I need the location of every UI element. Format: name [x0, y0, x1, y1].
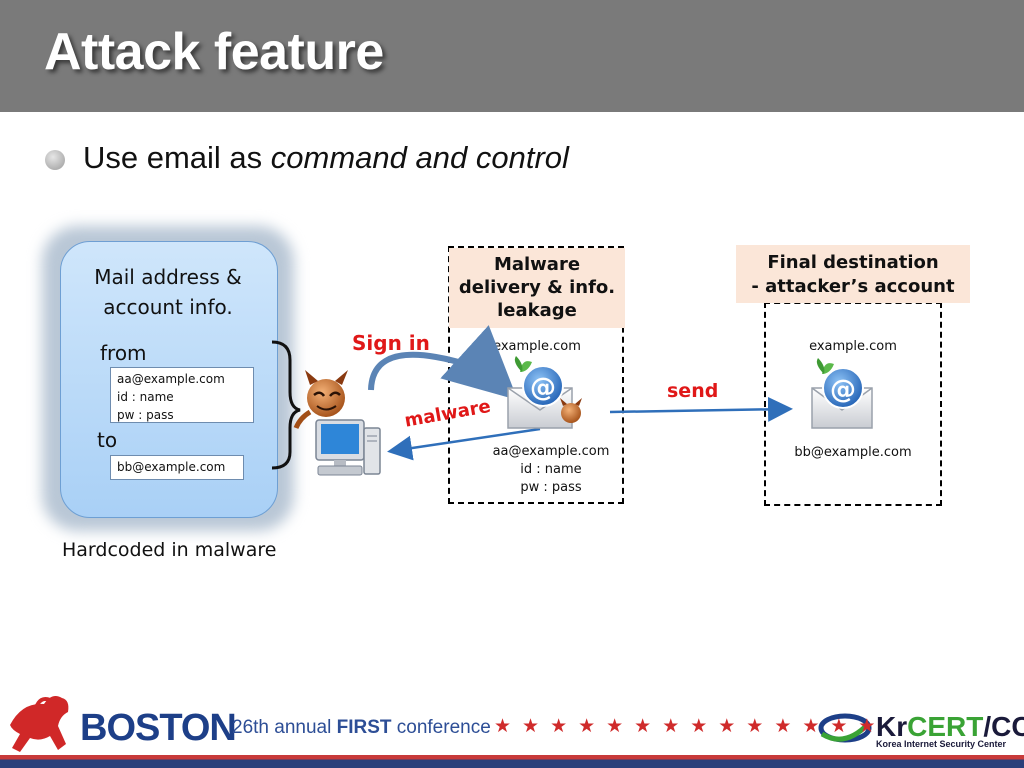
from-label: from	[100, 341, 147, 365]
bullet-dot-icon	[45, 150, 65, 170]
from-credentials-box: aa@example.com id : name pw : pass	[110, 367, 254, 423]
send-label: send	[667, 380, 719, 402]
malware-label-line: leakage	[497, 300, 577, 321]
boston-logo-text: BOSTON	[80, 707, 237, 749]
cc-text: /CC	[983, 711, 1024, 742]
malware-account-line: aa@example.com	[492, 444, 610, 459]
malware-account-line: id : name	[520, 462, 582, 477]
krcert-swoosh-logo	[818, 713, 872, 743]
email-destination-icon: @	[811, 358, 873, 429]
destination-domain: example.com	[809, 339, 897, 354]
curly-brace	[271, 340, 301, 470]
bullet-text: Use email as command and control	[83, 140, 569, 176]
svg-text:@: @	[830, 375, 856, 405]
krcert-logo-text: KrCERT/CC	[876, 711, 1024, 743]
hardcoded-caption: Hardcoded in malware	[62, 539, 277, 561]
svg-text:@: @	[530, 373, 556, 403]
cert-text: CERT	[907, 711, 984, 742]
running-horse-logo	[10, 696, 69, 752]
malware-label-line: Malware	[493, 254, 581, 275]
slide-title: Attack feature	[44, 23, 384, 81]
devil-hacker-icon	[293, 370, 348, 430]
footer-stripe	[0, 755, 1024, 768]
to-label: to	[97, 428, 118, 452]
hardcoded-title-line: Mail address &	[94, 265, 242, 289]
sign-in-label: Sign in	[352, 331, 430, 355]
malware-arrow	[387, 427, 541, 461]
final-label-line: Final destination	[767, 252, 939, 273]
malware-account-line: pw : pass	[520, 480, 582, 495]
send-arrow	[609, 396, 793, 422]
attacker-computer-icon	[315, 419, 381, 476]
bullet-prefix: Use email as	[83, 140, 271, 175]
from-line: id : name	[117, 390, 174, 404]
final-destination-box	[764, 302, 942, 506]
conference-bold: FIRST	[336, 717, 392, 738]
final-destination-label: Final destination - attacker’s account	[736, 245, 970, 303]
malware-label-line: delivery & info.	[458, 277, 616, 298]
sign-in-arrow	[368, 325, 518, 401]
hardcoded-panel-title: Mail address & account info.	[60, 262, 276, 322]
footer-stars: ★★★★★★★★★★★★★★	[494, 716, 887, 737]
kr-text: Kr	[876, 711, 908, 742]
conference-suffix: conference	[391, 717, 491, 738]
krcert-subtitle: Korea Internet Security Center	[876, 739, 1007, 749]
final-label-line: - attacker’s account	[751, 276, 955, 297]
to-address-box: bb@example.com	[110, 455, 244, 480]
malware-delivery-label: Malware delivery & info. leakage	[449, 248, 625, 328]
header-bar	[0, 0, 1024, 112]
conference-prefix: 26th annual	[232, 717, 337, 738]
email-server-icon: @	[507, 356, 582, 429]
conference-title: 26th annual FIRST conference	[232, 717, 491, 739]
malware-account-info: aa@example.com id : name pw : pass	[449, 443, 653, 497]
from-line: pw : pass	[117, 408, 174, 422]
destination-account: bb@example.com	[794, 445, 912, 460]
bullet-emphasis: command and control	[270, 140, 569, 175]
from-line: aa@example.com	[117, 372, 225, 386]
hardcoded-title-line: account info.	[103, 295, 233, 319]
